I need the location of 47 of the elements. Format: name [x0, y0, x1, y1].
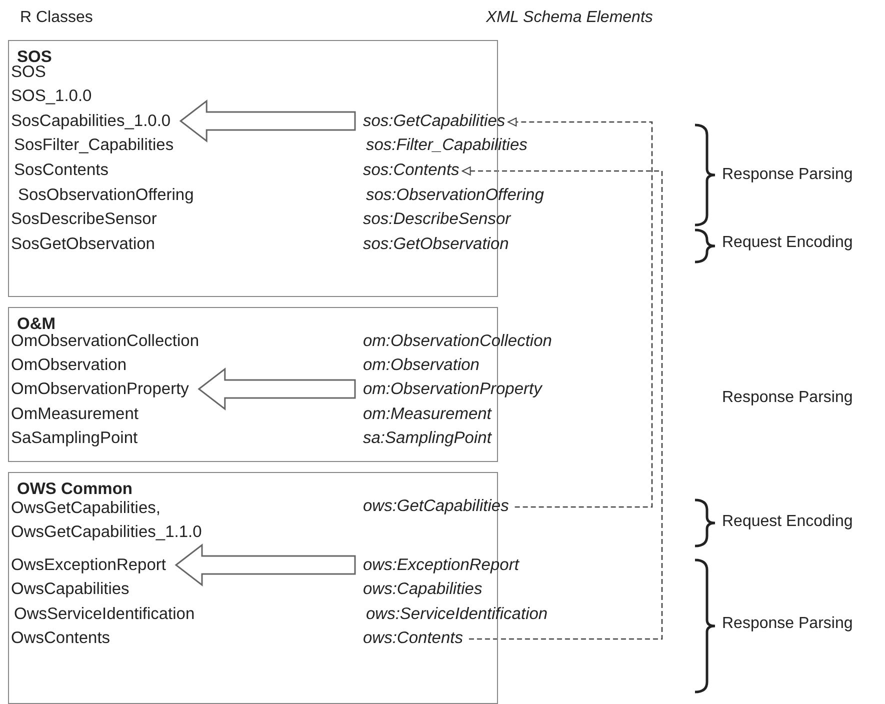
schema-element-name: sos:GetCapabilities [363, 111, 506, 131]
class-name: OmObservationCollection [11, 331, 199, 351]
group-heading: OWS Common [17, 479, 132, 499]
column-header: XML Schema Elements [486, 8, 653, 28]
class-name: SosFilter_Capabilities [14, 135, 174, 155]
side-note: Response Parsing [722, 614, 853, 634]
schema-element-name: ows:ExceptionReport [363, 555, 519, 575]
class-name: SosObservationOffering [18, 185, 194, 205]
schema-element-name: sos:GetObservation [363, 234, 509, 254]
class-name: OwsGetCapabilities, OwsGetCapabilities_1.1.0 [11, 496, 251, 544]
schema-element-name: sa:SamplingPoint [363, 428, 492, 448]
class-name: OmObservationProperty [11, 379, 189, 399]
schema-element-name: ows:Capabilities [363, 579, 482, 599]
class-name: SosDescribeSensor [11, 209, 157, 229]
schema-element-name: ows:Contents [363, 628, 463, 648]
side-note: Response Parsing [722, 165, 853, 185]
side-note: Request Encoding [722, 233, 853, 253]
schema-element-name: om:Measurement [363, 404, 492, 424]
schema-element-name: sos:DescribeSensor [363, 209, 511, 229]
class-name: OwsServiceIdentification [14, 604, 195, 624]
class-name: OwsCapabilities [11, 579, 130, 599]
block-arrow [179, 99, 356, 143]
group-heading: O&M [17, 314, 56, 334]
class-name: OmMeasurement [11, 404, 138, 424]
class-name: OwsExceptionReport [11, 555, 166, 575]
class-name: SosCapabilities_1.0.0 [11, 111, 171, 131]
class-name: OmObservation [11, 355, 127, 375]
class-name: SaSamplingPoint [11, 428, 138, 448]
schema-element-name: sos:Filter_Capabilities [366, 135, 528, 155]
column-header: R Classes [20, 8, 93, 28]
block-arrow [174, 543, 356, 587]
dashed-arrow [508, 118, 653, 508]
schema-element-name: ows:ServiceIdentification [366, 604, 548, 624]
schema-element-name: sos:Contents [363, 160, 460, 180]
block-arrow [198, 367, 356, 411]
class-name: SosContents [14, 160, 108, 180]
class-name: OwsContents [11, 628, 110, 648]
schema-element-name: om:Observation [363, 355, 480, 375]
side-note: Request Encoding [722, 512, 853, 532]
schema-element-name: om:ObservationProperty [363, 379, 542, 399]
schema-element-name: ows:GetCapabilities [363, 496, 509, 516]
side-note: Response Parsing [722, 388, 853, 408]
schema-element-name: om:ObservationCollection [363, 331, 552, 351]
class-name: SosGetObservation [11, 234, 155, 254]
class-name: SOS_1.0.0 [11, 86, 92, 106]
schema-element-name: sos:ObservationOffering [366, 185, 544, 205]
dashed-arrow [462, 166, 663, 640]
